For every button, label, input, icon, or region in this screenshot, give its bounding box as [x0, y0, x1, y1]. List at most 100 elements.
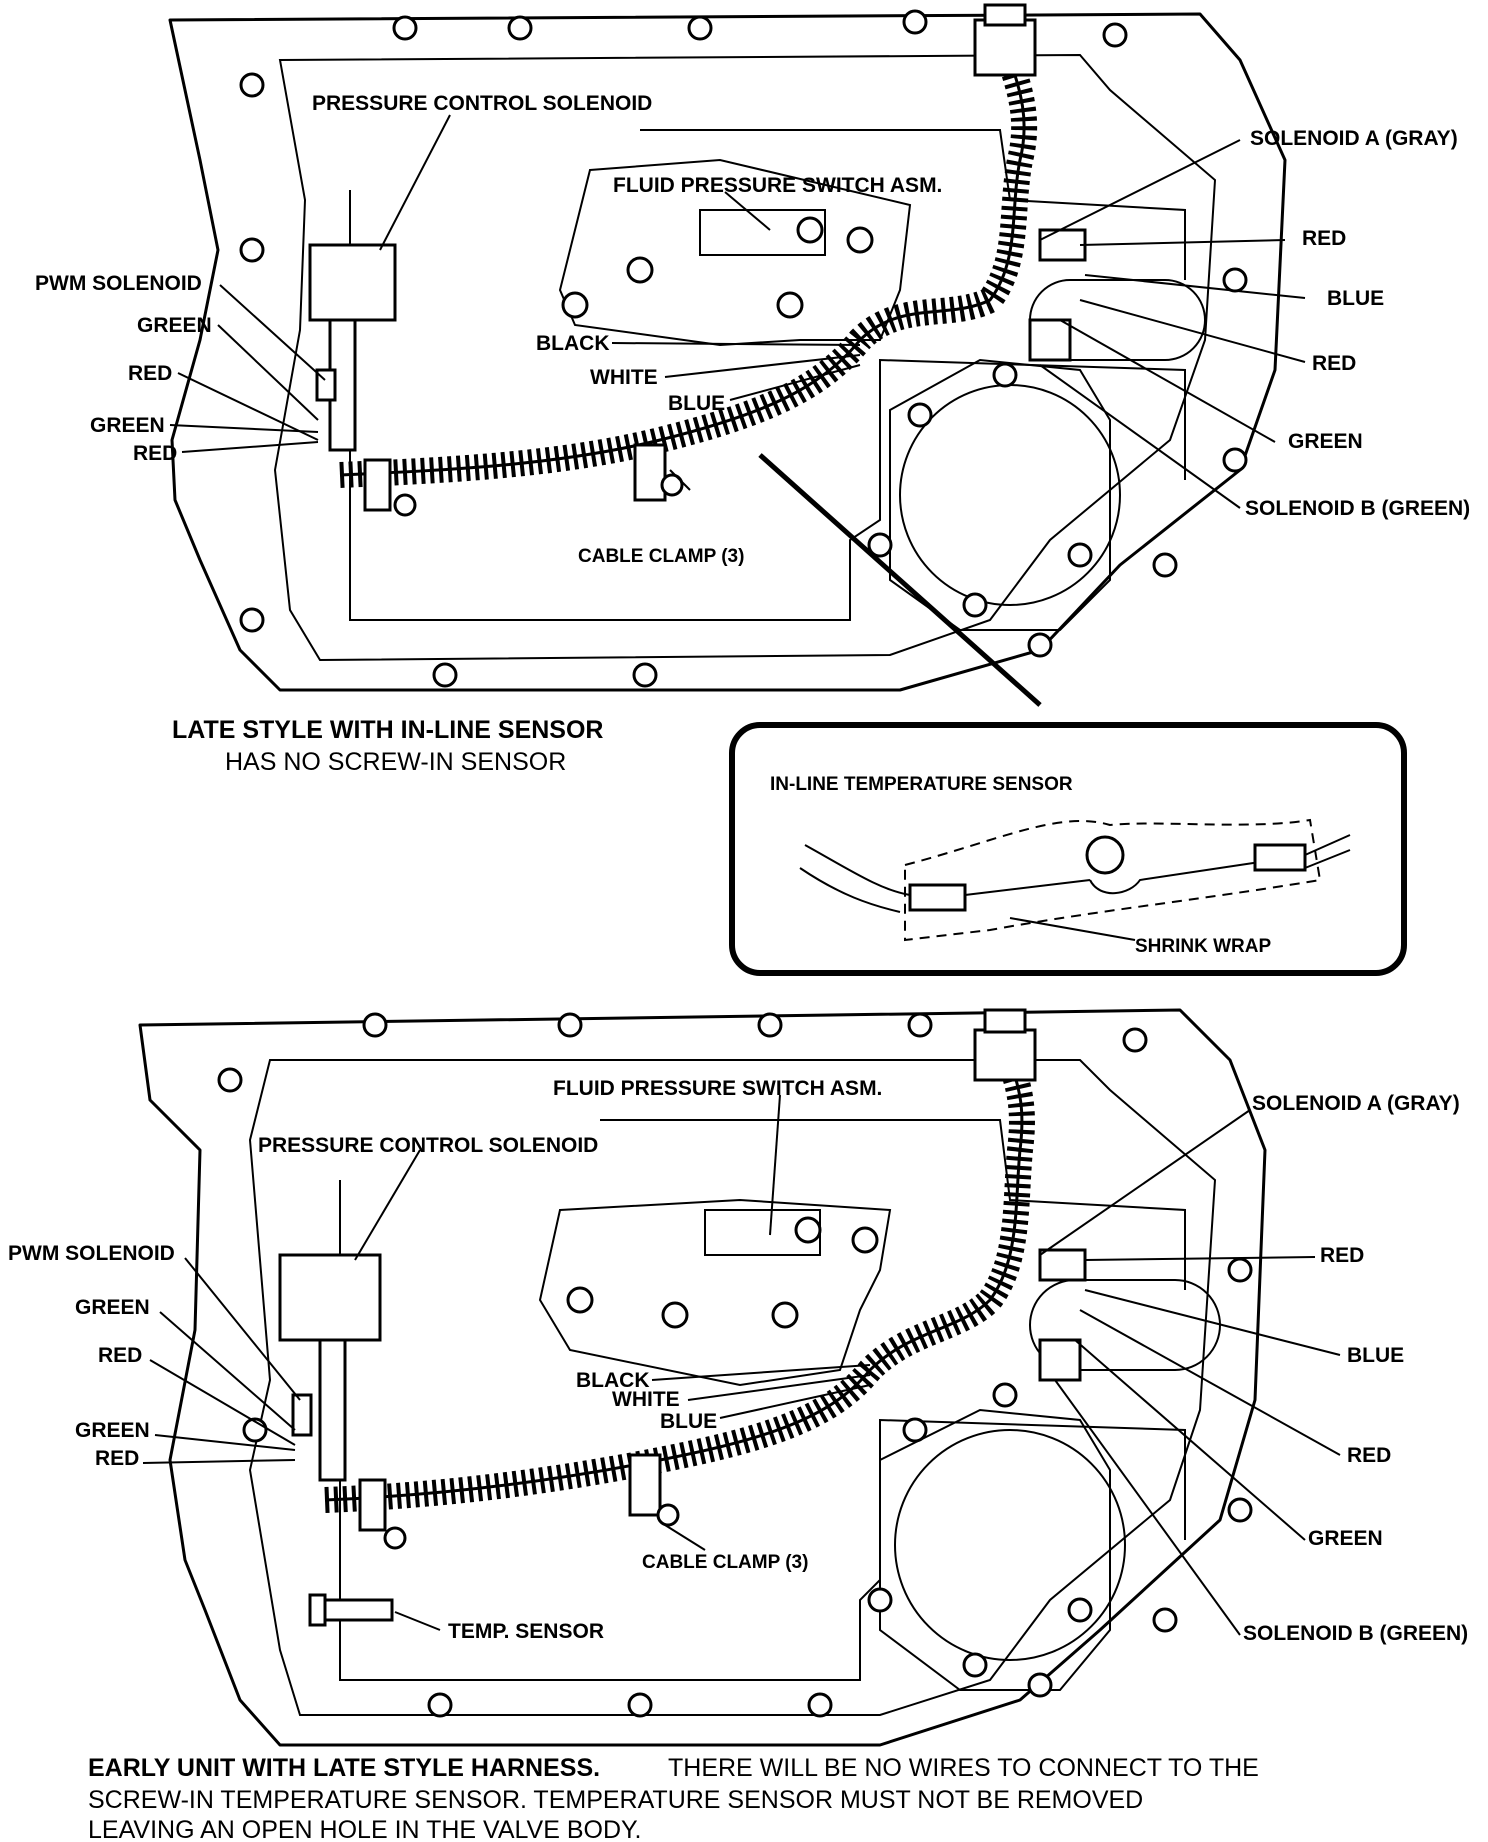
top-bolt-hole [239, 237, 265, 263]
leader [177, 372, 319, 441]
leader [669, 469, 691, 491]
bottom-bolt-hole [217, 1067, 243, 1093]
leader [379, 114, 451, 251]
top-clamp-bolt [393, 493, 417, 517]
leader [149, 1359, 296, 1446]
bottom-bolt-hole [557, 1012, 583, 1038]
bottom-switch-bolt [771, 1301, 799, 1329]
bottom-servo-flange [879, 1408, 1111, 1691]
top-switch-bolt [626, 256, 654, 284]
top-switch-bolt [776, 291, 804, 319]
bottom-solenoid-b [1038, 1338, 1082, 1382]
bottom-upper-channel [600, 1119, 1186, 1290]
bottom-connector-pins [983, 1008, 1027, 1034]
leader [1054, 1379, 1241, 1636]
leader [184, 1257, 301, 1401]
top-cable-clamp [363, 458, 392, 512]
top-bolt-hole [1027, 632, 1053, 658]
label-solenoid-a: SOLENOID A (GRAY) [1250, 127, 1458, 150]
inset-left-cable [799, 844, 911, 913]
top-bolt-hole [687, 15, 713, 41]
label-pressure-control-solenoid: PRESSURE CONTROL SOLENOID [312, 92, 652, 115]
top-bolt-hole [902, 9, 928, 35]
leader [154, 1434, 296, 1451]
top-inset-pointer [758, 453, 1042, 707]
top-valve-body-channel [349, 190, 1186, 621]
top-switch-bolt [846, 226, 874, 254]
bottom-bolt-hole [362, 1012, 388, 1038]
top-bolt-hole [1067, 542, 1093, 568]
bottom-caption-line3: LEAVING AN OPEN HOLE IN THE VALVE BODY. [88, 1816, 641, 1842]
top-case-connector [973, 18, 1037, 77]
leader [394, 1611, 441, 1631]
leader [142, 1459, 296, 1464]
label-red: RED [95, 1447, 139, 1470]
leader [687, 1374, 871, 1401]
label-fluid-pressure-switch: FLUID PRESSURE SWITCH ASM. [613, 174, 942, 197]
inset-shrink-wrap-outline [904, 818, 1322, 942]
top-caption-subtitle: HAS NO SCREW-IN SENSOR [225, 748, 566, 776]
label-blue-wire: BLUE [660, 1410, 717, 1433]
bottom-bolt-hole [867, 1587, 893, 1613]
label-solenoid-a: SOLENOID A (GRAY) [1252, 1092, 1460, 1115]
top-bolt-hole [239, 72, 265, 98]
leader [1074, 1339, 1306, 1541]
inset-shrink-wrap-label: SHRINK WRAP [1135, 936, 1271, 957]
bottom-pwm-solenoid-connector [291, 1393, 313, 1437]
label-red: RED [133, 442, 177, 465]
bottom-switch-bolt [566, 1286, 594, 1314]
top-switch-body [699, 209, 826, 256]
bottom-valve-body-channel [339, 1180, 1186, 1681]
bottom-bolt-hole [807, 1692, 833, 1718]
top-case-outline [168, 12, 1287, 692]
leader [1084, 1256, 1316, 1261]
top-bolt-hole [867, 532, 893, 558]
bottom-bolt-hole [627, 1692, 653, 1718]
leader [181, 441, 319, 453]
leader [769, 1094, 781, 1236]
top-solenoid-b [1028, 318, 1072, 362]
inset-inline-temperature-sensor: IN-LINE TEMPERATURE SENSOR SHRINK WRAP [729, 722, 1407, 976]
bottom-valve-body-panel: FLUID PRESSURE SWITCH ASM. PRESSURE CONT… [8, 1008, 1468, 1842]
top-switch-bolt [796, 216, 824, 244]
leader [1084, 274, 1306, 299]
top-valve-body-panel: PRESSURE CONTROL SOLENOID FLUID PRESSURE… [35, 3, 1470, 776]
top-solenoid-a [1038, 228, 1087, 262]
bottom-solenoid-a [1038, 1248, 1087, 1282]
bottom-case-outline [138, 1008, 1267, 1747]
top-bolt-hole [1152, 552, 1178, 578]
bottom-temp-sensor-hex [308, 1593, 327, 1627]
bottom-bolt-hole [907, 1012, 933, 1038]
bottom-switch-bolt [661, 1301, 689, 1329]
leader [719, 1384, 871, 1419]
leader [611, 342, 861, 346]
top-cable-clamp [633, 443, 667, 502]
bottom-pressure-control-solenoid [278, 1253, 382, 1342]
label-green: GREEN [75, 1419, 150, 1442]
top-upper-channel [640, 129, 1186, 280]
inset-right-splice [1253, 843, 1307, 872]
leader [1084, 1289, 1341, 1356]
leader [1039, 139, 1241, 241]
label-green: GREEN [1308, 1527, 1383, 1550]
top-servo-bore [899, 384, 1121, 606]
bottom-switch-bolt [851, 1226, 879, 1254]
label-cable-clamp: CABLE CLAMP (3) [642, 1552, 808, 1573]
leader [159, 1311, 296, 1431]
leader [1039, 364, 1241, 509]
top-bolt-hole [1222, 447, 1248, 473]
bottom-temp-sensor [320, 1598, 394, 1622]
leader [1059, 319, 1276, 443]
leader [1039, 1109, 1251, 1256]
label-fluid-pressure-switch: FLUID PRESSURE SWITCH ASM. [553, 1077, 882, 1100]
top-clamp-bolt [660, 473, 684, 497]
label-green: GREEN [75, 1296, 150, 1319]
leader [354, 1149, 421, 1261]
bottom-cable-clamp [628, 1453, 662, 1517]
label-black-wire: BLACK [536, 332, 610, 355]
inset-left-splice [908, 883, 967, 912]
bottom-bolt-hole [1227, 1257, 1253, 1283]
bottom-switch-bolt [794, 1216, 822, 1244]
label-red: RED [1302, 227, 1346, 250]
